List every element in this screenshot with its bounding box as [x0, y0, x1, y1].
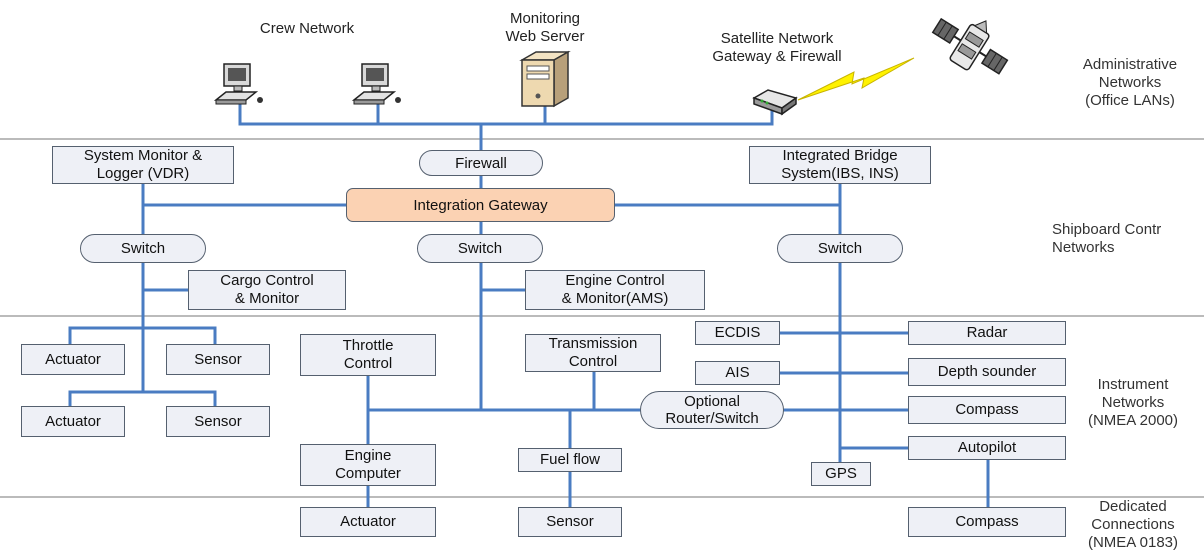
zone-label-dedicated: Dedicated Connections (NMEA 0183) — [1087, 498, 1179, 551]
transmission-control-box[interactable]: Transmission Control — [525, 334, 661, 372]
zone-label-shipboard: Shipboard Contr Networks — [1052, 221, 1162, 256]
sensor-1-box[interactable]: Sensor — [166, 344, 270, 375]
actuator-sensor-1-link — [68, 326, 217, 346]
zone-label-administrative: Administrative Networks (Office LANs) — [1082, 56, 1178, 109]
monitoring-server-label: Monitoring Web Server — [505, 10, 585, 45]
actuator-2-box[interactable]: Actuator — [21, 406, 125, 437]
switch-center[interactable]: Switch — [417, 234, 543, 263]
computer-icon — [351, 63, 401, 105]
switch-left[interactable]: Switch — [80, 234, 206, 263]
ecdis-box[interactable]: ECDIS — [695, 321, 780, 345]
network-gateway-icon — [752, 89, 798, 116]
integration-gateway[interactable]: Integration Gateway — [346, 188, 615, 222]
zone-label-instrument: Instrument Networks (NMEA 2000) — [1087, 376, 1179, 429]
cargo-control-monitor-box[interactable]: Cargo Control & Monitor — [188, 270, 346, 310]
computer-icon — [213, 63, 263, 105]
radar-box[interactable]: Radar — [908, 321, 1066, 345]
switch-right[interactable]: Switch — [777, 234, 903, 263]
firewall-node[interactable]: Firewall — [419, 150, 543, 176]
dedicated-actuator-box[interactable]: Actuator — [300, 507, 436, 537]
satellite-icon — [931, 17, 1009, 75]
integrated-bridge-system-box[interactable]: Integrated Bridge System(IBS, INS) — [749, 146, 931, 184]
network-links — [68, 101, 990, 509]
zone-separators — [0, 138, 1204, 498]
depth-sounder-box[interactable]: Depth sounder — [908, 358, 1066, 386]
actuator-sensor-2-link — [68, 390, 217, 408]
satellite-gateway-label: Satellite Network Gateway & Firewall — [712, 30, 842, 65]
actuator-1-box[interactable]: Actuator — [21, 344, 125, 375]
gps-box[interactable]: GPS — [811, 462, 871, 486]
crew-network-label: Crew Network — [259, 20, 355, 37]
lightning-icon — [797, 57, 915, 101]
throttle-control-box[interactable]: Throttle Control — [300, 334, 436, 376]
optional-router-switch[interactable]: Optional Router/Switch — [640, 391, 784, 429]
sensor-2-box[interactable]: Sensor — [166, 406, 270, 437]
engine-computer-box[interactable]: Engine Computer — [300, 444, 436, 486]
fuel-flow-box[interactable]: Fuel flow — [518, 448, 622, 472]
server-tower-icon — [519, 50, 571, 108]
autopilot-box[interactable]: Autopilot — [908, 436, 1066, 460]
vdr-to-gateway — [141, 182, 348, 207]
ais-box[interactable]: AIS — [695, 361, 780, 385]
gateway-to-ibs — [613, 182, 842, 207]
dedicated-compass-box[interactable]: Compass — [908, 507, 1066, 537]
system-monitor-logger-box[interactable]: System Monitor & Logger (VDR) — [52, 146, 234, 184]
admin-bus — [238, 101, 774, 126]
engine-control-monitor-box[interactable]: Engine Control & Monitor(AMS) — [525, 270, 705, 310]
throttle-link — [366, 374, 483, 412]
compass-box[interactable]: Compass — [908, 396, 1066, 424]
dedicated-sensor-box[interactable]: Sensor — [518, 507, 622, 537]
